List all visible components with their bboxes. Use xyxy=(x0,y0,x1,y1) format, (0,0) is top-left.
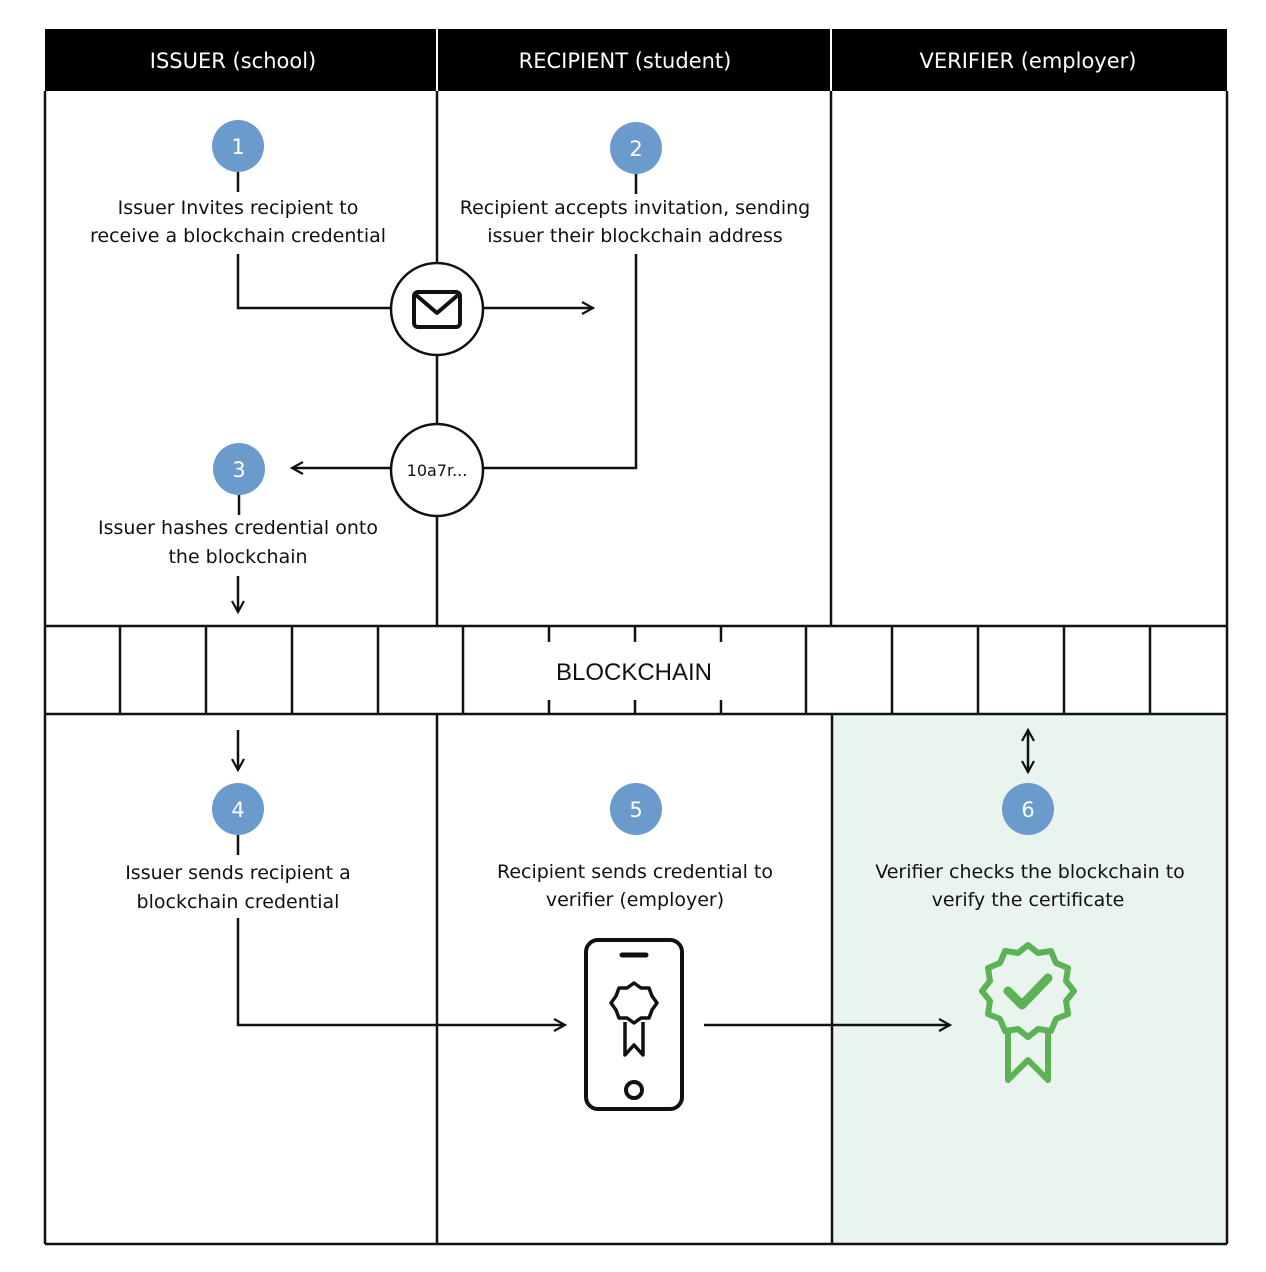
step-2-text-line-2: issuer their blockchain address xyxy=(487,225,783,247)
step-1-text-line-1: Issuer Invites recipient to xyxy=(118,197,359,219)
envelope-icon xyxy=(389,261,485,357)
verified-badge-icon xyxy=(979,942,1077,1083)
step-marker-6: 6 xyxy=(1002,783,1054,835)
step-marker-2: 2 xyxy=(610,122,662,174)
step-3-text-line-2: the blockchain xyxy=(168,546,307,568)
address-hash-label: 10a7r... xyxy=(407,461,468,480)
lane-header-issuer: ISSUER (school) xyxy=(150,49,316,73)
header-bar xyxy=(45,29,1227,91)
svg-text:5: 5 xyxy=(629,798,642,822)
svg-text:1: 1 xyxy=(231,135,244,159)
step-4-text-line-1: Issuer sends recipient a xyxy=(125,862,351,884)
address-hash-node: 10a7r... xyxy=(389,422,485,518)
step-marker-4: 4 xyxy=(212,783,264,835)
lane-header-recipient: RECIPIENT (student) xyxy=(519,49,732,73)
blockchain-label: BLOCKCHAIN xyxy=(556,659,712,686)
svg-text:6: 6 xyxy=(1021,798,1034,822)
step-marker-5: 5 xyxy=(610,783,662,835)
lane-grid xyxy=(43,91,1229,1246)
step-marker-3: 3 xyxy=(213,443,265,495)
step-5-text-line-2: verifier (employer) xyxy=(546,889,724,911)
step-2-text-line-1: Recipient accepts invitation, sending xyxy=(460,197,810,219)
step-6-text-line-1: Verifier checks the blockchain to xyxy=(875,861,1185,883)
step-4-text-line-2: blockchain credential xyxy=(137,891,340,913)
phone-certificate-icon xyxy=(584,938,684,1111)
step-marker-1: 1 xyxy=(212,120,264,172)
step-5-text-line-1: Recipient sends credential to xyxy=(497,861,773,883)
lane-header-verifier: VERIFIER (employer) xyxy=(920,49,1137,73)
svg-text:2: 2 xyxy=(629,137,642,161)
step-6-text-line-2: verify the certificate xyxy=(932,889,1125,911)
step-1-text-line-2: receive a blockchain credential xyxy=(90,225,386,247)
step-3-text-line-1: Issuer hashes credential onto xyxy=(98,517,378,539)
svg-text:4: 4 xyxy=(231,798,244,822)
svg-text:3: 3 xyxy=(232,458,245,482)
flow-connectors xyxy=(238,172,1028,1025)
blockchain-strip xyxy=(45,624,1227,716)
